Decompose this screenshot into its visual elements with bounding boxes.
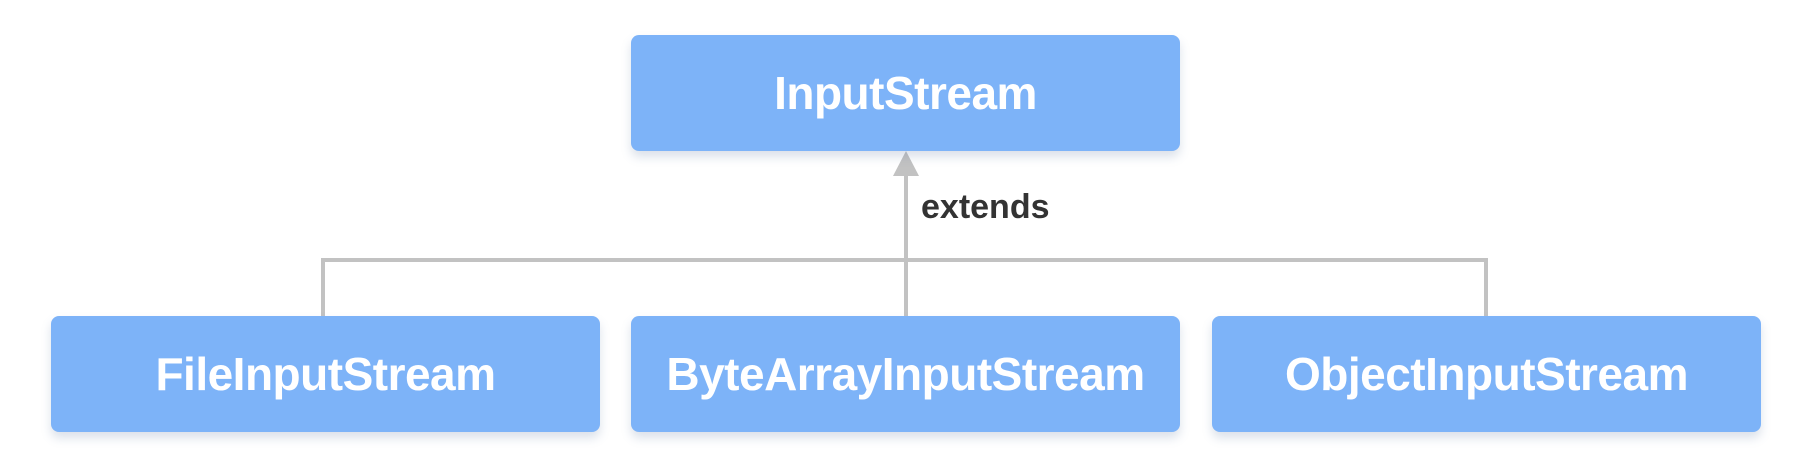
class-box-fileinputstream: FileInputStream: [51, 316, 600, 432]
class-label-fileinputstream: FileInputStream: [155, 348, 496, 400]
class-box-inputstream: InputStream: [631, 35, 1180, 151]
arrow-up-icon: [893, 151, 919, 176]
class-box-objectinputstream: ObjectInputStream: [1212, 316, 1761, 432]
class-label-inputstream: InputStream: [774, 67, 1037, 119]
relation-label-extends: extends: [921, 188, 1050, 226]
class-box-bytearrayinputstream: ByteArrayInputStream: [631, 316, 1180, 432]
class-label-objectinputstream: ObjectInputStream: [1284, 348, 1689, 400]
class-label-bytearrayinputstream: ByteArrayInputStream: [666, 348, 1145, 400]
